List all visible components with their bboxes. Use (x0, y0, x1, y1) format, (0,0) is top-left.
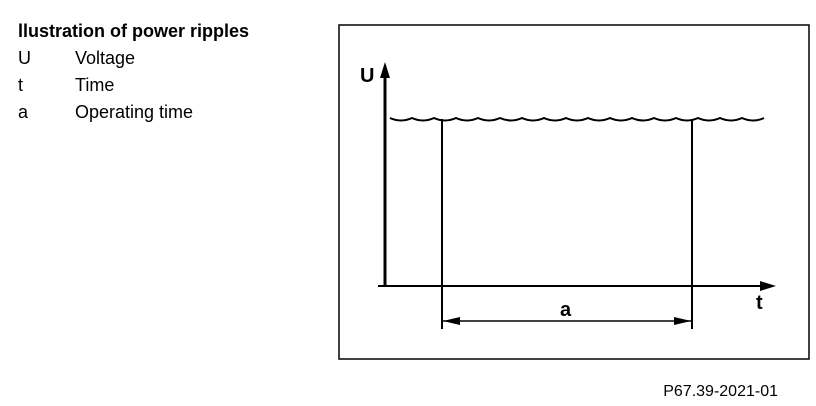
diagram-frame (338, 24, 810, 360)
y-axis-arrowhead (380, 62, 390, 78)
legend-symbol: t (18, 75, 24, 95)
x-axis-arrowhead (760, 281, 776, 291)
legend-symbol: U (18, 48, 31, 68)
legend-title: llustration of power ripples (18, 21, 250, 41)
dimension-arrow-left (443, 317, 460, 325)
legend-item-voltage: U Voltage (18, 45, 193, 72)
legend-label: Time (75, 75, 115, 95)
legend-item-time: t Time (18, 72, 193, 99)
x-axis-label: t (756, 292, 763, 314)
legend-label: Voltage (75, 48, 136, 68)
dimension-arrow-right (674, 317, 691, 325)
ripple-voltage-line (389, 116, 765, 122)
legend-symbol: a (18, 102, 29, 122)
power-ripple-diagram: U t a (338, 24, 810, 360)
operating-time-label: a (560, 299, 572, 321)
legend-item-operating-time: a Operating time (18, 99, 193, 126)
y-axis-label: U (360, 65, 374, 87)
legend-label: Operating time (75, 102, 194, 122)
legend-list: U Voltage t Time a Operating time (18, 45, 193, 126)
figure-reference: P67.39-2021-01 (663, 383, 778, 400)
